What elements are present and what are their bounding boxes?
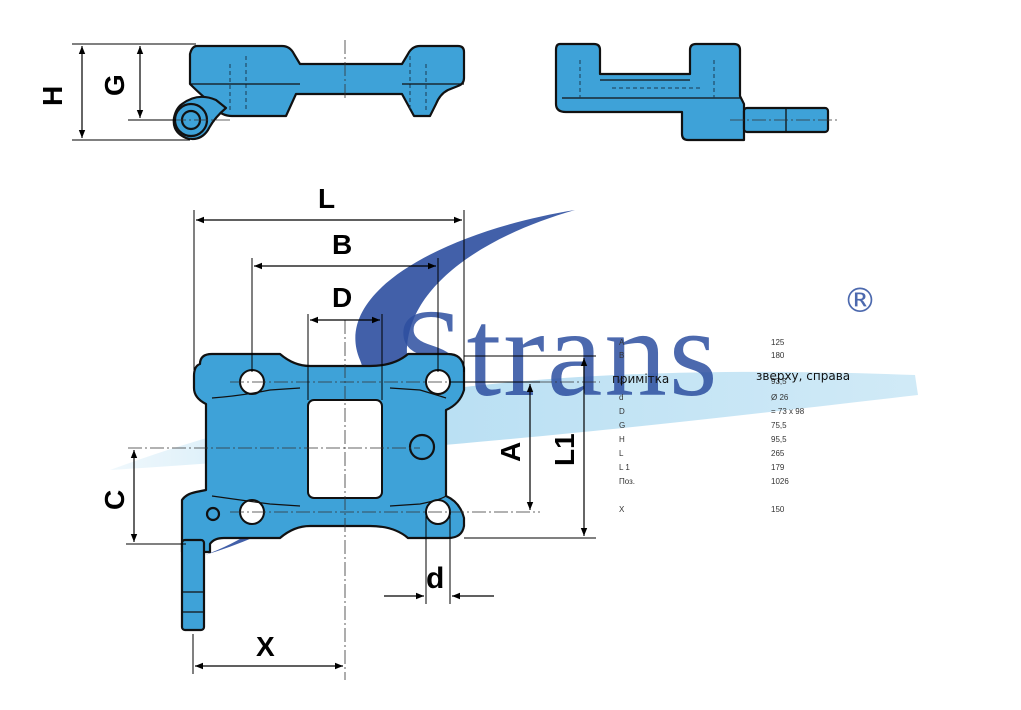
spec-row: G 75,5 [619,421,787,430]
spec-row-label: Поз. [619,477,635,486]
spec-row: d Ø 26 [619,393,789,402]
spec-row-label: C [619,377,625,386]
spec-row-value: Ø 26 [771,393,789,402]
spec-row: L 265 [619,449,785,458]
dim-label-x: X [256,631,275,662]
note-right: зверху, справа [756,369,850,383]
spec-row-value: 125 [771,338,785,347]
dimension-h: H [37,43,196,141]
side-view-left [172,40,466,141]
main-top-view [128,320,600,680]
spec-row-label: L [619,449,624,458]
logo-registered-mark: ® [843,281,877,321]
dim-label-l: L [318,183,335,214]
spec-row: C 93,5 [619,377,787,386]
dim-label-b: B [332,229,352,260]
spec-row-label: X [619,505,625,514]
dim-label-d-upper: D [332,282,352,313]
spec-row-value: 150 [771,505,785,514]
spec-row-value: = 73 x 98 [771,407,805,416]
spec-row-label: H [619,435,625,444]
dim-label-g: G [99,74,130,96]
dim-label-h: H [37,86,68,106]
spec-row-value: 265 [771,449,785,458]
dimension-g: G [99,46,176,121]
spec-row-value: 180 [771,351,785,360]
spec-row-label: A [619,338,625,347]
spec-row-label: D [619,407,625,416]
dim-label-a: A [495,442,526,462]
note-left: примітка [612,372,669,386]
spec-row-value: 1026 [771,477,789,486]
spec-row: A 125 [619,338,785,347]
spec-row-label: B [619,351,624,360]
dim-label-l1: L1 [549,433,580,466]
spec-row: Поз. 1026 [619,477,789,486]
spec-row: X 150 [619,505,785,514]
spec-row: H 95,5 [619,435,787,444]
dimension-a: A [450,381,540,510]
dim-label-c: C [99,490,130,510]
spec-row-label: G [619,421,625,430]
dimension-c: C [99,450,186,545]
spec-row-value: 93,5 [771,377,787,386]
spec-row-label: L 1 [619,463,630,472]
spec-row: D = 73 x 98 [619,407,805,416]
dimension-l: L [193,183,465,372]
dimension-l1: L1 [464,355,596,539]
dimension-small-d: d [384,512,494,604]
spec-row: L 1 179 [619,463,785,472]
spec-row: B 180 [619,351,785,360]
spec-row-value: 179 [771,463,785,472]
spec-row-value: 75,5 [771,421,787,430]
spec-row-label: d [619,393,623,402]
spec-row-value: 95,5 [771,435,787,444]
dimension-d-upper: D [307,282,383,400]
side-view-right [554,42,838,142]
dimension-x: X [192,631,343,674]
dimension-b: B [251,229,439,372]
dim-label-small-d: d [426,562,444,595]
